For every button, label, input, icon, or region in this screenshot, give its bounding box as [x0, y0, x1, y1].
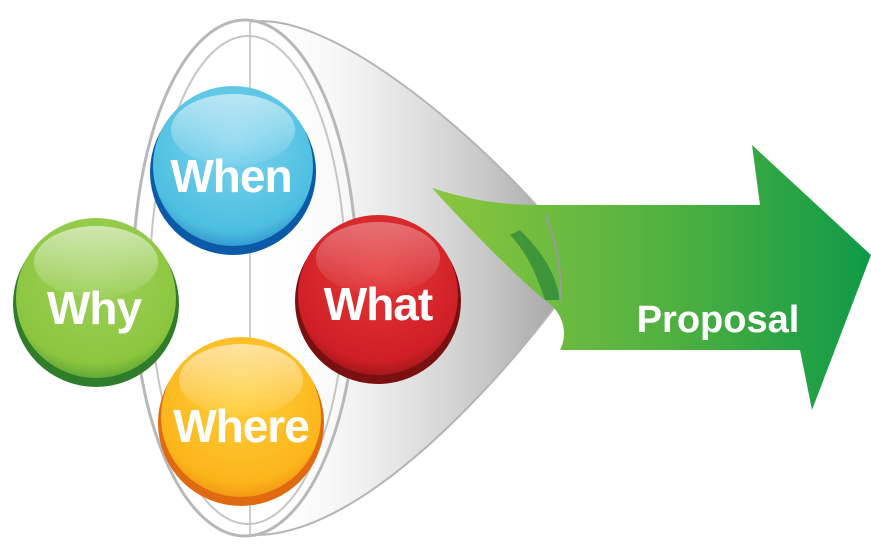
bubble-what-label: What: [324, 278, 433, 330]
bubble-what: What: [295, 215, 461, 384]
arrow-shadow: [510, 230, 560, 300]
bubble-where-label: Where: [173, 400, 309, 452]
arrow-label: Proposal: [637, 299, 800, 341]
bubble-where: Where: [158, 337, 324, 506]
funnel-front-edge: [544, 214, 562, 301]
bubble-why-label: Why: [47, 282, 143, 334]
bubble-when: When: [150, 86, 316, 255]
bubble-when-label: When: [170, 150, 291, 202]
proposal-arrow: [432, 145, 871, 410]
bubble-why: Why: [13, 218, 179, 387]
